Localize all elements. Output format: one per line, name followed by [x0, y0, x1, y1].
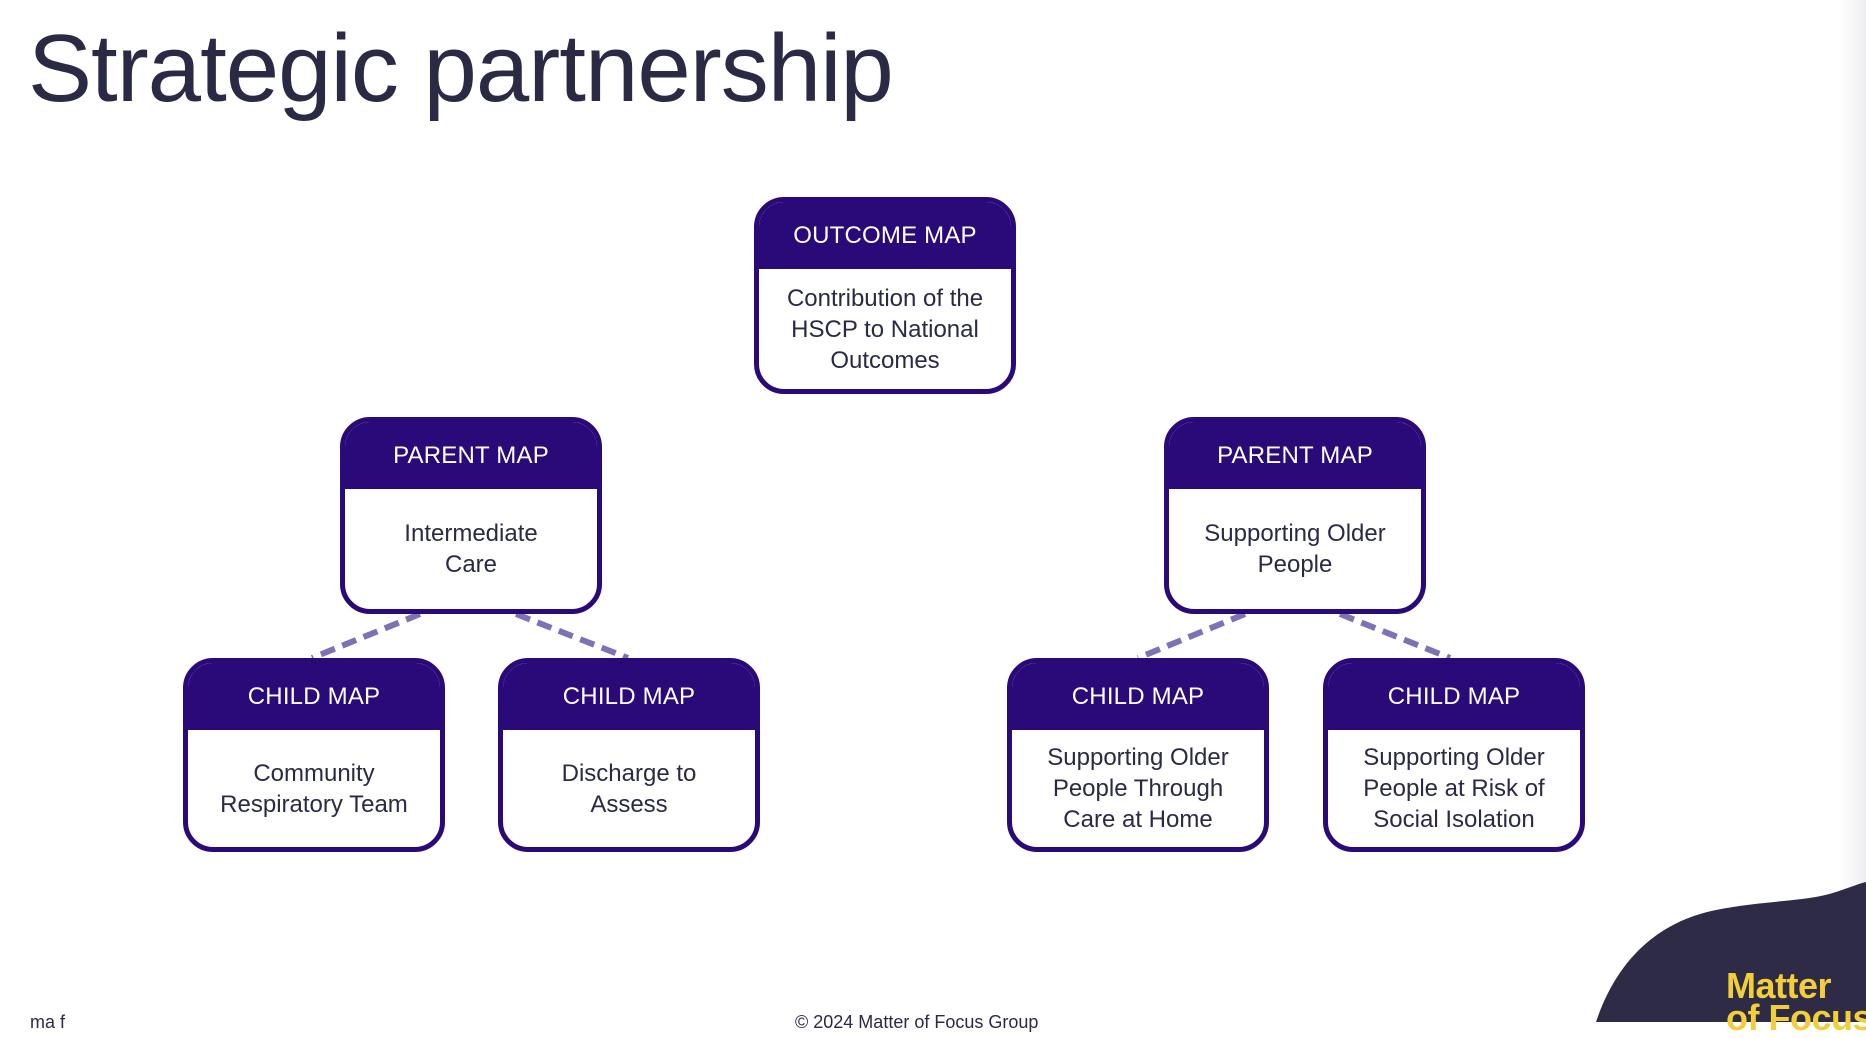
footer-left-text: ma f	[30, 1012, 66, 1032]
logo-line-2: of Focus	[1726, 997, 1866, 1038]
child-map-header: CHILD MAP	[188, 663, 440, 730]
page-title: Strategic partnership	[28, 15, 894, 122]
child-map-text: Supporting Older People Through Care at …	[1047, 744, 1229, 833]
child-map-box-community-respiratory[interactable]: CHILD MAP Community Respiratory Team	[183, 658, 445, 852]
child-map-text: Community Respiratory Team	[220, 759, 408, 818]
right-edge-strip	[1840, 0, 1866, 1022]
parent-map-box-supporting-older-people[interactable]: PARENT MAP Supporting Older People	[1164, 417, 1426, 614]
connector-intermediate-to-respiratory	[310, 611, 422, 661]
parent-map-header: PARENT MAP	[1169, 422, 1421, 489]
child-map-box-social-isolation[interactable]: CHILD MAP Supporting Older People at Ris…	[1323, 658, 1585, 852]
connector-older-to-care-at-home	[1136, 611, 1247, 661]
child-map-box-discharge-to-assess[interactable]: CHILD MAP Discharge to Assess	[498, 658, 760, 852]
child-map-box-care-at-home[interactable]: CHILD MAP Supporting Older People Throug…	[1007, 658, 1269, 852]
parent-map-text: Intermediate Care	[404, 520, 538, 578]
child-map-text: Discharge to Assess	[561, 759, 697, 818]
footer-copyright: © 2024 Matter of Focus Group	[795, 1012, 1039, 1032]
child-map-header: CHILD MAP	[1012, 663, 1264, 730]
parent-map-text: Supporting Older People	[1204, 520, 1386, 578]
outcome-map-box[interactable]: OUTCOME MAP Contribution of the HSCP to …	[754, 197, 1016, 394]
logo-background	[1596, 882, 1866, 1022]
outcome-map-text: Contribution of the HSCP to National Out…	[786, 284, 984, 374]
child-map-text: Supporting Older People at Risk of Socia…	[1363, 744, 1545, 833]
outcome-map-header: OUTCOME MAP	[759, 202, 1011, 269]
parent-map-header: PARENT MAP	[345, 422, 597, 489]
logo-text: Matter of Focus	[1726, 965, 1866, 1038]
child-map-header: CHILD MAP	[503, 663, 755, 730]
connector-older-to-social-isolation	[1338, 611, 1452, 661]
parent-map-box-intermediate-care[interactable]: PARENT MAP Intermediate Care	[340, 417, 602, 614]
child-map-header: CHILD MAP	[1328, 663, 1580, 730]
logo-line-1: Matter	[1726, 965, 1832, 1006]
connector-intermediate-to-discharge	[514, 611, 630, 661]
